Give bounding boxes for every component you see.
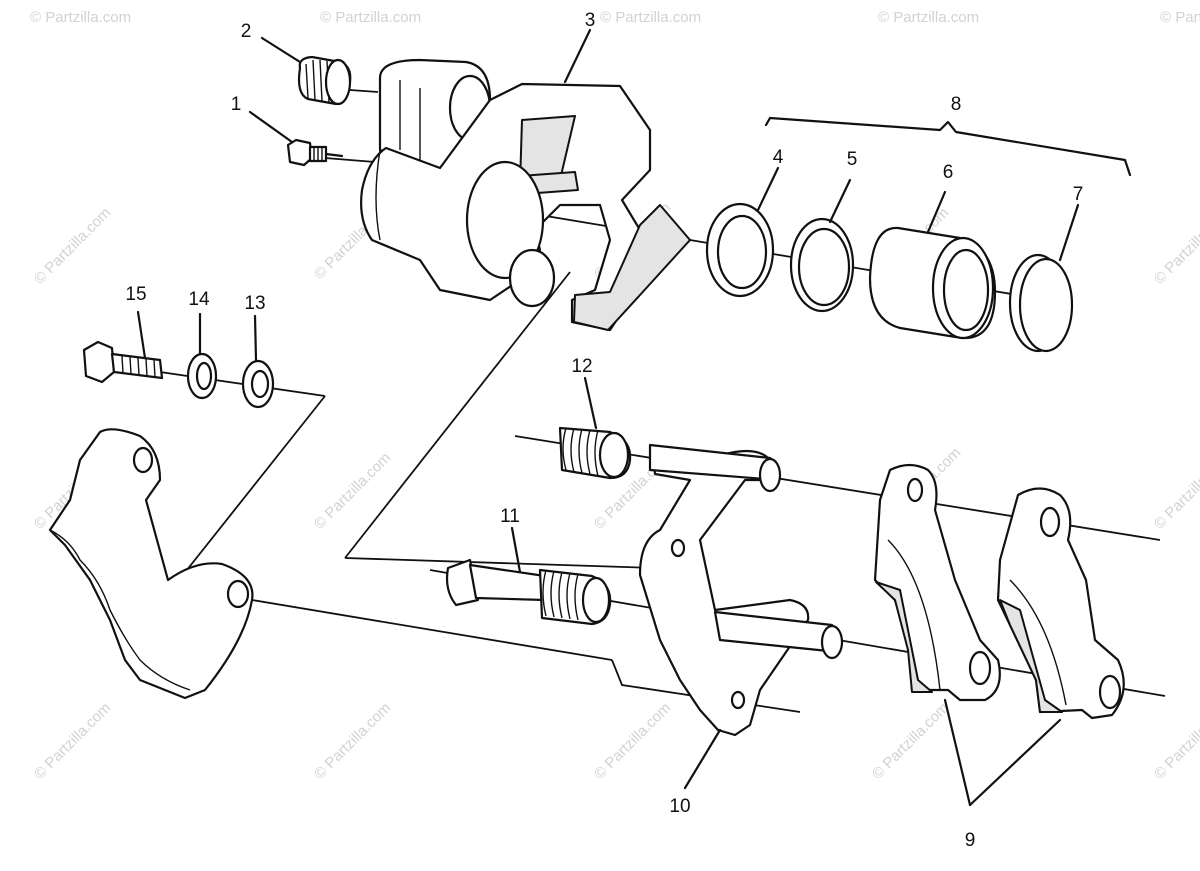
part-4-seal	[705, 202, 775, 298]
callout-5: 5	[847, 149, 858, 170]
watermark: © Partzilla.com	[30, 9, 131, 26]
part-11-spring	[538, 568, 612, 626]
part-1-bleeder-screw	[286, 138, 344, 167]
part-9-brake-pad-outer	[996, 487, 1125, 720]
leader-lines	[136, 28, 1080, 807]
watermark: © Partzilla.com	[1160, 9, 1200, 26]
part-11-guide-pin	[445, 558, 547, 607]
part-12-spring	[558, 426, 632, 480]
watermark: © Partzilla.com	[311, 699, 394, 782]
callout-12: 12	[571, 356, 592, 377]
watermark: © Partzilla.com	[1151, 204, 1200, 287]
callout-10: 10	[669, 796, 690, 817]
part-14-lock-washer	[186, 352, 218, 400]
callout-8: 8	[951, 94, 962, 115]
part-15-bolt	[82, 340, 164, 384]
part-7-dust-boot	[1008, 253, 1074, 353]
mounting-knuckle	[48, 428, 254, 700]
watermark: © Partzilla.com	[311, 449, 394, 532]
watermark: © Partzilla.com	[31, 699, 114, 782]
callout-3: 3	[585, 10, 596, 31]
watermark: © Partzilla.com	[1151, 449, 1200, 532]
watermark: © Partzilla.com	[878, 9, 979, 26]
callout-9: 9	[965, 830, 976, 851]
callout-7: 7	[1073, 184, 1084, 205]
watermark: © Partzilla.com	[1151, 699, 1200, 782]
callout-6: 6	[943, 162, 954, 183]
watermark: © Partzilla.com	[869, 699, 952, 782]
watermark: © Partzilla.com	[591, 699, 674, 782]
part-13-washer	[241, 359, 275, 409]
part-10-caliper-bracket	[638, 443, 844, 737]
part-2-bleeder-plug	[297, 55, 352, 106]
part-9-brake-pad-inner	[873, 463, 1001, 702]
callout-1: 1	[231, 94, 242, 115]
watermark: © Partzilla.com	[320, 9, 421, 26]
part-8-kit-bracket	[764, 116, 1132, 177]
callout-13: 13	[244, 293, 265, 314]
callout-11: 11	[500, 506, 520, 527]
callout-14: 14	[188, 289, 210, 310]
watermark: © Partzilla.com	[600, 9, 701, 26]
callout-labels: 1 2 3 4 5 6 7 8 9 10 11 12 13 14 15	[125, 10, 1083, 851]
callout-2: 2	[241, 21, 252, 42]
part-3-caliper-body	[360, 58, 692, 332]
watermark: © Partzilla.com	[31, 204, 114, 287]
part-6-piston	[868, 226, 997, 340]
part-5-seal	[789, 217, 855, 313]
callout-4: 4	[773, 147, 784, 168]
callout-15: 15	[125, 284, 146, 305]
